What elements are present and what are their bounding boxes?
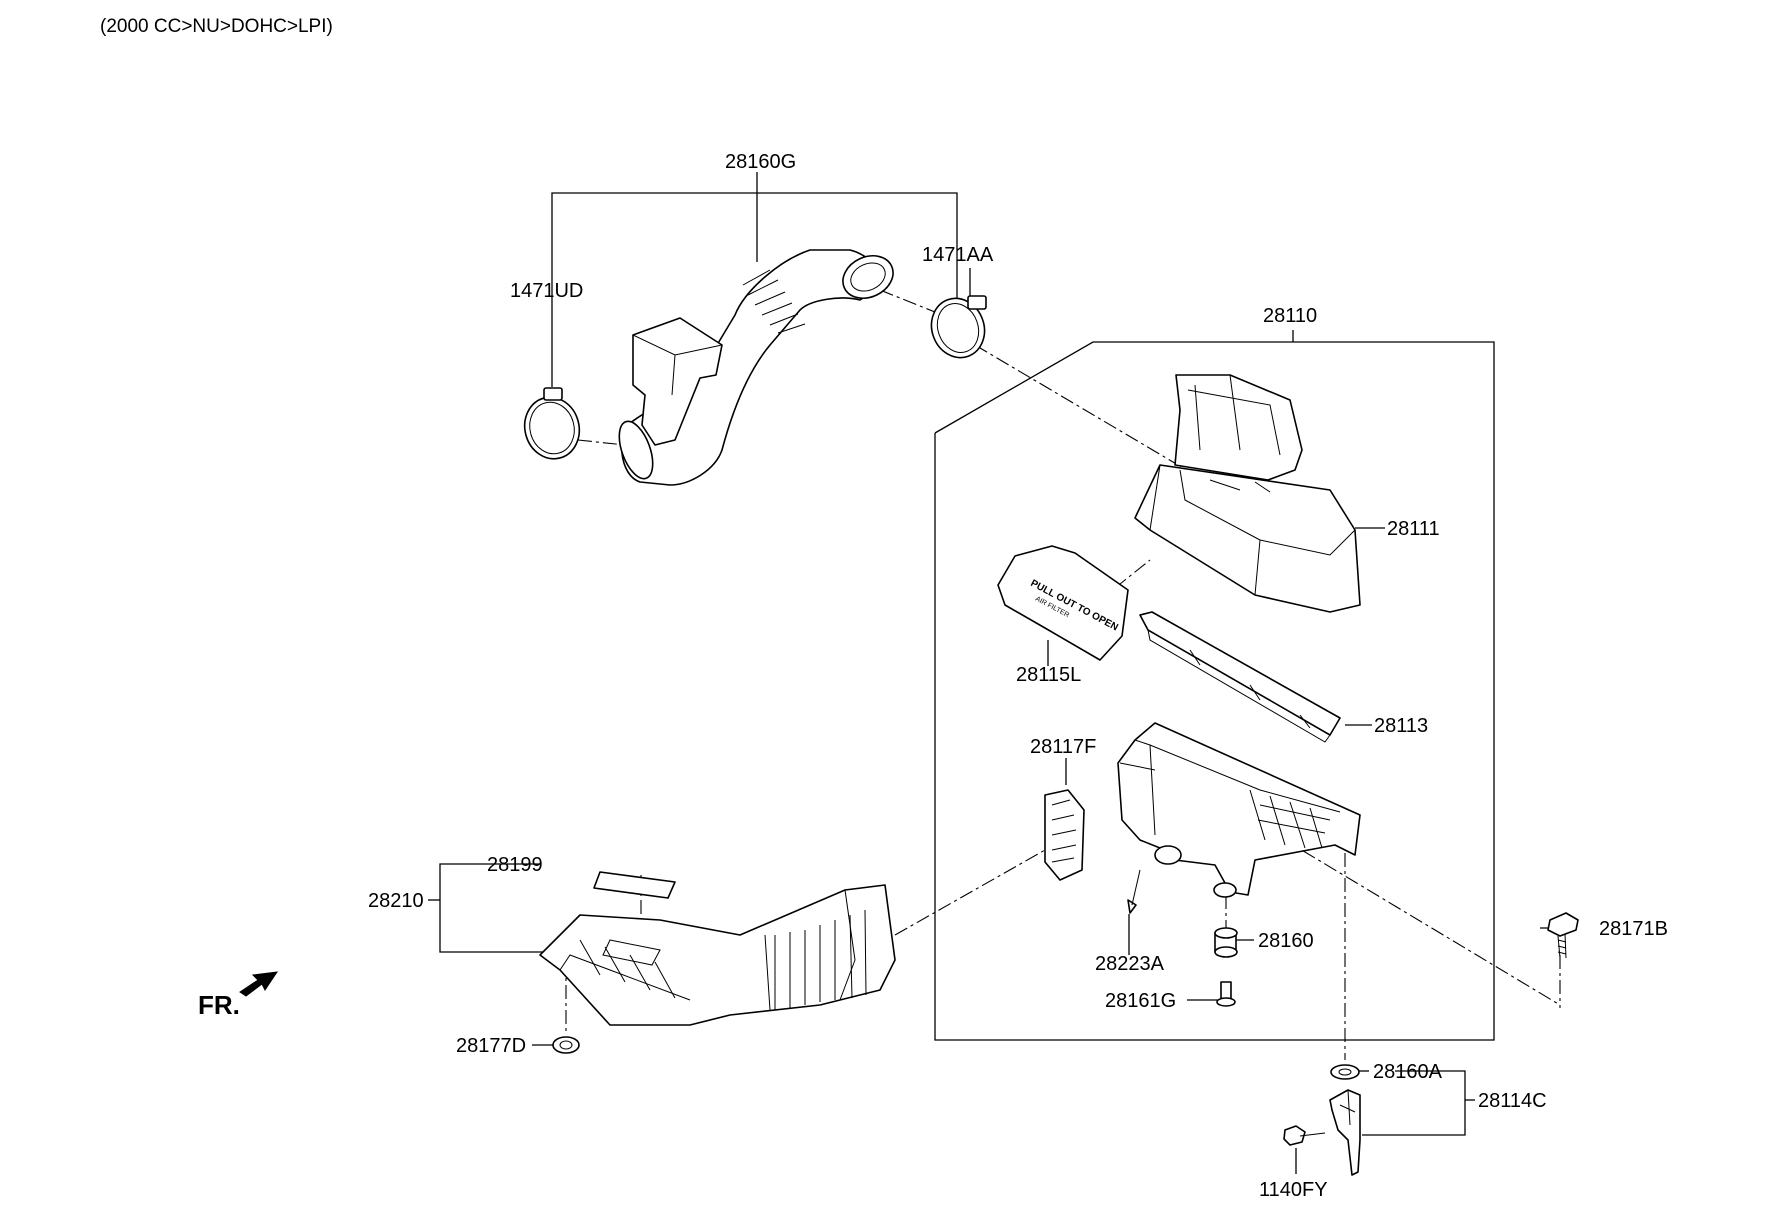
label-28161G: 28161G [1105, 990, 1176, 1012]
label-28114C: 28114C [1478, 1090, 1547, 1112]
label-28113: 28113 [1374, 715, 1428, 737]
bolt-1140FY [1283, 1125, 1326, 1146]
grommet-28160A [1330, 1064, 1360, 1080]
filter-element-28113 [1139, 611, 1341, 743]
part-number-labels: 28160G 1471UD 1471AA 28110 28111 28115L … [368, 151, 1668, 1201]
label-1471AA: 1471AA [922, 244, 994, 266]
label-28110: 28110 [1263, 305, 1317, 327]
bolt-28171B [1547, 912, 1579, 959]
label-28171B: 28171B [1599, 918, 1668, 940]
leader-lines [428, 172, 1575, 1174]
engine-spec-header: (2000 CC>NU>DOHC>LPI) [100, 16, 333, 37]
label-28117F: 28117F [1030, 736, 1096, 758]
air-cleaner-upper-body-28111 [1134, 374, 1361, 613]
label-pad-28199 [593, 871, 676, 899]
intake-duct-28210 [539, 884, 896, 1026]
label-28160: 28160 [1258, 930, 1314, 952]
grommet-28160 [1214, 927, 1238, 958]
filter-cover-28115L: PULL OUT TO OPEN AIR FILTER [997, 545, 1129, 661]
label-1471UD: 1471UD [510, 280, 583, 302]
label-28115L: 28115L [1016, 664, 1081, 686]
intake-hose-28160G [618, 249, 894, 486]
label-1140FY: 1140FY [1259, 1179, 1328, 1201]
label-28160G: 28160G [725, 151, 796, 173]
air-cleaner-lower-body [1117, 722, 1361, 898]
front-direction-label: FR. [198, 990, 240, 1020]
screw-28223A [1127, 869, 1141, 914]
grommet-28177D [552, 1036, 580, 1054]
label-28199: 28199 [487, 854, 543, 876]
label-28111: 28111 [1387, 518, 1440, 540]
bracket-28114C [1329, 1089, 1361, 1176]
collar-28161G [1216, 981, 1236, 1007]
label-28177D: 28177D [456, 1035, 526, 1057]
label-28210: 28210 [368, 890, 424, 912]
label-28223A: 28223A [1095, 953, 1165, 975]
clamp-1471UD [523, 387, 581, 460]
front-direction-arrow-icon [239, 971, 279, 997]
label-28160A: 28160A [1373, 1061, 1443, 1083]
clamp-1471AA [930, 295, 987, 359]
resonator-28117F [1044, 789, 1085, 881]
